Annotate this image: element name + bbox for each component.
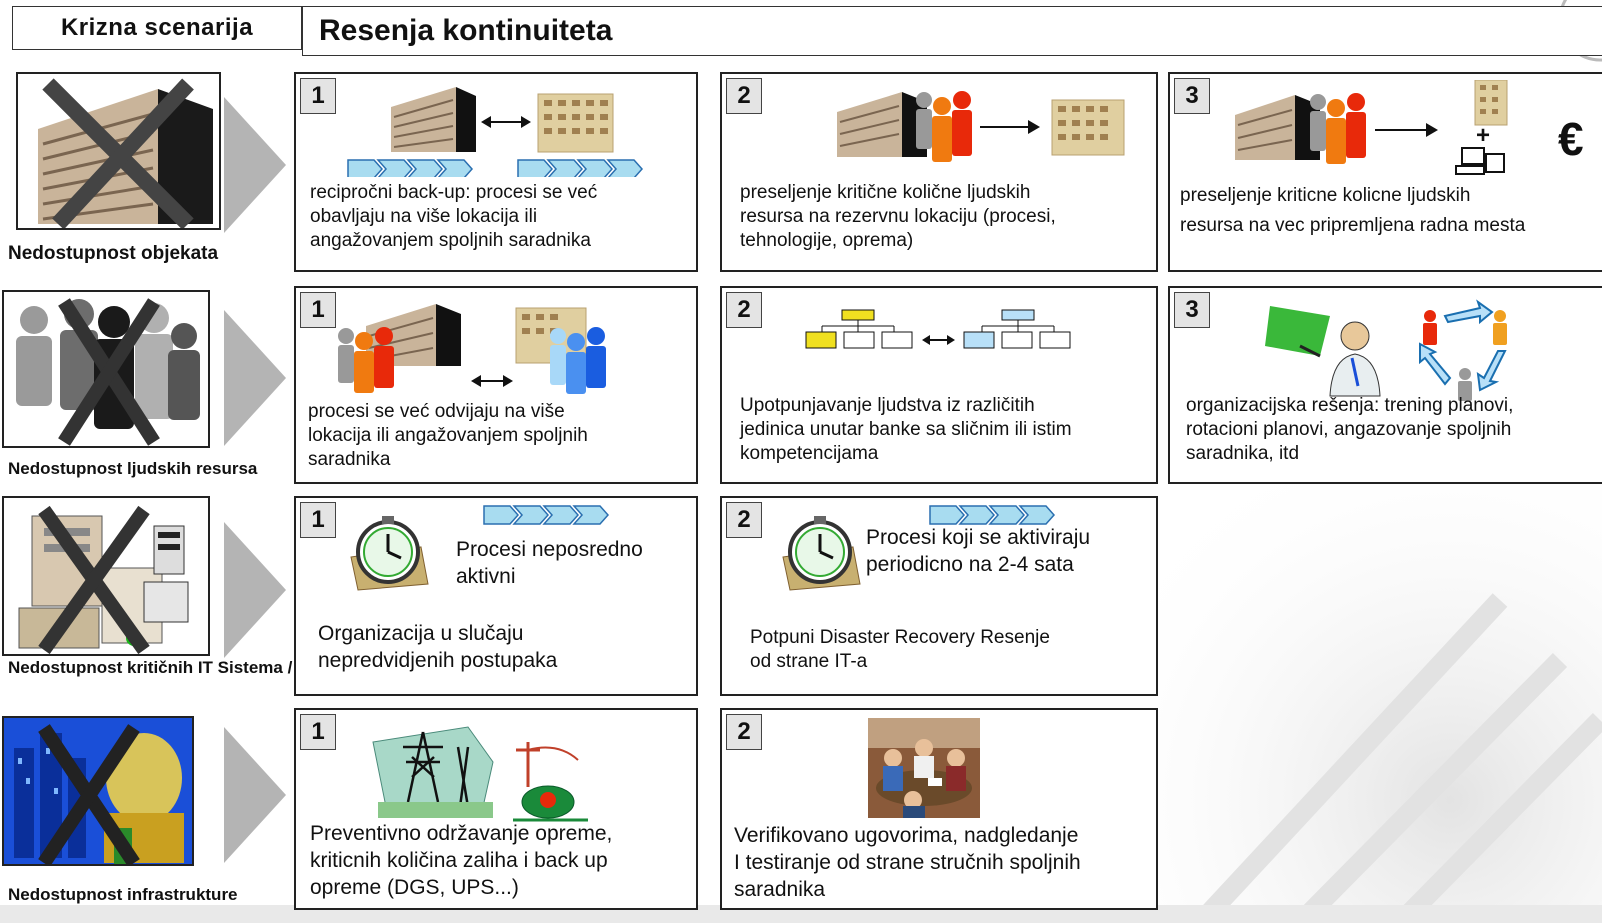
solution-box-people-2: 2 Upotpunjavanje ljudstva iz različitih … [720, 286, 1158, 484]
multi-location-people-icon [338, 304, 606, 394]
solution-number: 1 [300, 292, 336, 328]
solution-text: preseljenje kritične količne ljudskih re… [740, 182, 1056, 251]
solution-box-infrastructure-1: 1 Preventivno održavanje opreme, kriticn… [294, 708, 698, 910]
crossed-building-icon [16, 72, 221, 230]
solution-number: 2 [726, 78, 762, 114]
crossed-infrastructure-icon [2, 716, 194, 866]
arrow-right-icon [224, 97, 286, 233]
continuity-solutions-header: Resenja kontinuiteta [302, 6, 1602, 56]
solution-text: procesi se već odvijaju na više lokacija… [308, 401, 588, 470]
solution-text: Verifikovano ugovorima, nadgledanje I te… [734, 824, 1081, 901]
solution-box-it-2: 2 Procesi koji se aktiviraju periodicno … [720, 496, 1158, 696]
arrow-right-icon [224, 727, 286, 863]
training-rotation-icon [1265, 299, 1507, 401]
crisis-scenarios-header: Krizna scenarija [12, 6, 302, 50]
power-tower-phone-icon [372, 726, 588, 822]
solution-number: 2 [726, 502, 762, 538]
meeting-photo-icon [868, 718, 980, 818]
svg-text:+: + [1476, 122, 1490, 149]
scenario-label-it-systems: Nedostupnost kritičnih IT Sistema / Apli… [8, 658, 376, 677]
solution-box-facilities-3: 3 + € preseljenje kriticne kolicne ljuds… [1168, 72, 1602, 272]
people-relocation-icon [837, 91, 1125, 162]
solution-text: Potpuni Disaster Recovery Resenje od str… [750, 627, 1050, 672]
solution-text: recipročni back-up: procesi se već obavl… [310, 182, 598, 251]
solution-text: Organizacija u slučaju nepredvidjenih po… [318, 622, 558, 672]
solution-number: 3 [1174, 292, 1210, 328]
solution-title: Procesi koji se aktiviraju periodicno na… [866, 526, 1091, 576]
solution-number: 2 [726, 714, 762, 750]
solution-box-it-1: 1 Procesi neposredno aktivni Organizacij… [294, 496, 698, 696]
solution-text: organizacijska rešenja: trening planovi,… [1186, 395, 1514, 464]
solution-number: 1 [300, 714, 336, 750]
solution-box-people-3: 3 organizacijska rešenja: trening planov… [1168, 286, 1602, 484]
solution-box-facilities-1: 1 recipročni back-up: procesi se već oba… [294, 72, 698, 272]
solution-text: Upotpunjavanje ljudstva iz različitih je… [740, 395, 1072, 464]
solution-number: 1 [300, 78, 336, 114]
solution-box-infrastructure-2: 2 Verifikovano ugovorima, nadgledanje I … [720, 708, 1158, 910]
org-chart-exchange-icon [805, 309, 1071, 349]
solution-title: Procesi neposredno aktivni [456, 538, 643, 588]
arrow-right-icon [224, 522, 286, 658]
solution-box-people-1: 1 procesi se već odvijaju na više lokaci… [294, 286, 698, 484]
scenario-label-infrastructure: Nedostupnost infrastrukture [8, 885, 238, 904]
stopwatch-icon [350, 516, 429, 591]
solution-number: 3 [1174, 78, 1210, 114]
two-buildings-exchange-icon [347, 87, 644, 177]
solution-text: Preventivno održavanje opreme, kriticnih… [310, 822, 613, 899]
prepared-workplace-icon: + [1235, 80, 1508, 175]
arrow-right-icon [224, 310, 286, 446]
scenario-label-facilities: Nedostupnost objekata [8, 243, 219, 264]
solution-number: 1 [300, 502, 336, 538]
solution-number: 2 [726, 292, 762, 328]
solution-text: preseljenje kriticne kolicne ljudskih re… [1180, 185, 1526, 236]
scenario-label-human-resources: Nedostupnost ljudskih resursa [8, 459, 258, 478]
stopwatch-icon [782, 516, 861, 591]
crossed-people-icon [2, 290, 210, 448]
solution-box-facilities-2: 2 preseljenje kritične količne ljudskih … [720, 72, 1158, 272]
crossed-servers-icon [2, 496, 210, 656]
process-chevrons-icon [929, 505, 1056, 525]
euro-icon: € [1558, 113, 1584, 165]
process-chevrons-icon [483, 505, 610, 525]
